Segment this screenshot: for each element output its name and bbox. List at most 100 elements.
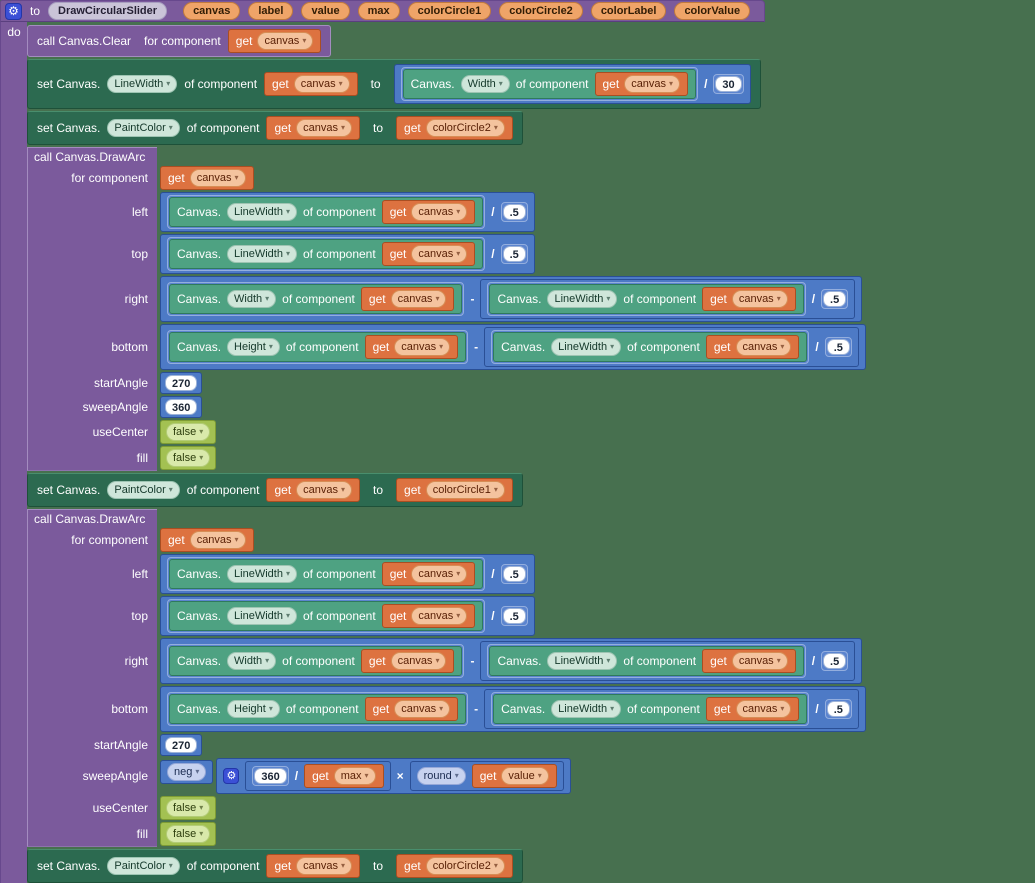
param-chip-colorCircle1[interactable]: colorCircle1 <box>407 2 492 20</box>
set-canvas-paintcolor-block-3[interactable]: set Canvas. PaintColor ▾ of component ge… <box>27 849 523 883</box>
property-dropdown-width[interactable]: Width ▾ <box>227 290 277 308</box>
variable-dropdown[interactable]: canvas ▾ <box>257 32 314 50</box>
param-chip-value[interactable]: value <box>301 2 350 20</box>
round-block[interactable]: round ▾ get value ▾ <box>409 761 564 791</box>
get-value-block[interactable]: get value ▾ <box>471 764 557 788</box>
property-dropdown-linewidth[interactable]: LineWidth ▾ <box>107 75 178 93</box>
variable-dropdown[interactable]: canvas ▾ <box>296 481 353 499</box>
mutator-gear-icon[interactable]: ⚙ <box>223 768 240 784</box>
variable-dropdown[interactable]: value ▾ <box>501 767 549 785</box>
get-canvas-block[interactable]: get canvas ▾ <box>705 697 800 721</box>
call-canvas-drawarc-block-2[interactable]: call Canvas.DrawArc for component get ca… <box>27 509 866 847</box>
division-block[interactable]: Canvas. LineWidth ▾ of component get <box>160 192 535 232</box>
variable-dropdown[interactable]: colorCircle1 ▾ <box>425 481 505 499</box>
variable-dropdown[interactable]: canvas ▾ <box>390 652 447 670</box>
get-max-block[interactable]: get max ▾ <box>304 764 384 788</box>
canvas-linewidth-property-block[interactable]: Canvas. LineWidth ▾ of component get <box>169 601 484 631</box>
set-canvas-paintcolor-block-1[interactable]: set Canvas. PaintColor ▾ of component ge… <box>27 111 523 145</box>
param-chip-colorLabel[interactable]: colorLabel <box>590 2 667 20</box>
get-canvas-block[interactable]: get canvas ▾ <box>266 854 361 878</box>
property-dropdown-linewidth[interactable]: LineWidth ▾ <box>227 607 297 625</box>
property-dropdown-linewidth[interactable]: LineWidth ▾ <box>547 652 618 670</box>
get-canvas-block[interactable]: get canvas ▾ <box>381 200 476 224</box>
param-chip-max[interactable]: max <box>357 2 400 20</box>
variable-dropdown[interactable]: canvas ▾ <box>189 169 246 187</box>
number-field-point5[interactable]: .5 <box>823 653 847 669</box>
division-block[interactable]: Canvas. LineWidth ▾ of component get <box>160 554 535 594</box>
variable-dropdown[interactable]: canvas ▾ <box>296 857 353 875</box>
call-canvas-clear-block[interactable]: call Canvas.Clear for component get canv… <box>27 25 332 57</box>
canvas-width-property-block[interactable]: Canvas. Width ▾ of component get <box>169 284 463 314</box>
mutator-gear-icon[interactable]: ⚙ <box>5 2 22 20</box>
number-field-point5[interactable]: .5 <box>502 566 526 582</box>
get-canvas-block[interactable]: get canvas ▾ <box>381 562 476 586</box>
division-block[interactable]: Canvas. LineWidth ▾ of component get <box>484 689 859 729</box>
variable-dropdown[interactable]: canvas ▾ <box>293 75 350 93</box>
procedure-name-field[interactable]: DrawCircularSlider <box>48 2 168 20</box>
canvas-height-property-block[interactable]: Canvas. Height ▾ of component get <box>169 694 467 724</box>
variable-dropdown[interactable]: colorCircle2 ▾ <box>425 857 505 875</box>
round-operator-dropdown[interactable]: round ▾ <box>416 767 466 785</box>
logic-dropdown[interactable]: false ▾ <box>166 799 211 817</box>
property-dropdown-linewidth[interactable]: LineWidth ▾ <box>227 245 297 263</box>
get-canvas-block[interactable]: get canvas ▾ <box>381 604 476 628</box>
number-block-270[interactable]: 270 <box>160 734 203 756</box>
variable-dropdown[interactable]: canvas ▾ <box>411 607 468 625</box>
canvas-linewidth-property-block[interactable]: Canvas. LineWidth ▾ of component get <box>169 239 484 269</box>
canvas-linewidth-property-block[interactable]: Canvas. LineWidth ▾ of component get <box>489 646 804 676</box>
number-field-point5[interactable]: .5 <box>502 608 526 624</box>
logic-dropdown[interactable]: false ▾ <box>166 449 211 467</box>
number-field-360[interactable]: 360 <box>165 399 198 415</box>
number-field-point5[interactable]: .5 <box>502 204 526 220</box>
canvas-linewidth-property-block[interactable]: Canvas. LineWidth ▾ of component get <box>169 197 484 227</box>
param-chip-label[interactable]: label <box>248 2 294 20</box>
variable-dropdown[interactable]: canvas ▾ <box>390 290 447 308</box>
number-field-30[interactable]: 30 <box>715 76 742 92</box>
multiply-expression-block[interactable]: ⚙ 360 / get max ▾ <box>216 758 571 794</box>
number-block-360[interactable]: 360 <box>160 396 203 418</box>
division-block[interactable]: Canvas. Width ▾ of component get canvas <box>393 64 751 104</box>
get-canvas-block[interactable]: get canvas ▾ <box>702 287 796 311</box>
number-field-point5[interactable]: .5 <box>502 246 526 262</box>
subtraction-block[interactable]: Canvas. Height ▾ of component get <box>160 686 866 732</box>
variable-dropdown[interactable]: colorCircle2 ▾ <box>425 119 505 137</box>
get-canvas-block[interactable]: get canvas ▾ <box>705 335 800 359</box>
get-canvas-block[interactable]: get canvas ▾ <box>160 528 254 552</box>
neg-block[interactable]: neg ▾ <box>160 760 214 784</box>
get-canvas-block[interactable]: get canvas ▾ <box>266 478 361 502</box>
procedure-block[interactable]: ⚙ to DrawCircularSlider canvas label val… <box>0 0 866 883</box>
neg-operator-dropdown[interactable]: neg ▾ <box>167 763 207 781</box>
canvas-height-property-block[interactable]: Canvas. Height ▾ of component get <box>169 332 467 362</box>
get-colorcircle2-block[interactable]: get colorCircle2 ▾ <box>396 116 513 140</box>
property-dropdown-linewidth[interactable]: LineWidth ▾ <box>227 565 297 583</box>
division-block[interactable]: Canvas. LineWidth ▾ of component get <box>160 596 535 636</box>
param-chip-canvas[interactable]: canvas <box>183 2 241 20</box>
variable-dropdown[interactable]: canvas ▾ <box>394 700 451 718</box>
get-canvas-block[interactable]: get canvas ▾ <box>360 649 455 673</box>
logic-dropdown[interactable]: false ▾ <box>166 423 211 441</box>
get-canvas-block[interactable]: get canvas ▾ <box>364 697 459 721</box>
get-canvas-block[interactable]: get canvas ▾ <box>381 242 476 266</box>
property-dropdown-width[interactable]: Width ▾ <box>460 75 510 93</box>
param-chip-colorCircle2[interactable]: colorCircle2 <box>499 2 583 20</box>
number-field-point5[interactable]: .5 <box>826 339 850 355</box>
variable-dropdown[interactable]: canvas ▾ <box>411 565 468 583</box>
division-block[interactable]: Canvas. LineWidth ▾ of component get <box>484 327 859 367</box>
number-field-point5[interactable]: .5 <box>823 291 847 307</box>
variable-dropdown[interactable]: canvas ▾ <box>411 203 468 221</box>
division-block[interactable]: 360 / get max ▾ <box>245 761 391 791</box>
subtraction-block[interactable]: Canvas. Height ▾ of component get <box>160 324 866 370</box>
logic-false-block[interactable]: false ▾ <box>160 420 217 444</box>
number-field-point5[interactable]: .5 <box>826 701 850 717</box>
number-block-270[interactable]: 270 <box>160 372 203 394</box>
param-chip-colorValue[interactable]: colorValue <box>674 2 751 20</box>
get-colorcircle1-block[interactable]: get colorCircle1 ▾ <box>396 478 513 502</box>
call-canvas-drawarc-block-1[interactable]: call Canvas.DrawArc for component get ca… <box>27 147 866 471</box>
number-field-270[interactable]: 270 <box>165 737 198 753</box>
property-dropdown-linewidth[interactable]: LineWidth ▾ <box>551 338 622 356</box>
canvas-width-property-block[interactable]: Canvas. Width ▾ of component get canvas <box>402 69 697 99</box>
property-dropdown-paintcolor[interactable]: PaintColor ▾ <box>107 481 180 499</box>
variable-dropdown[interactable]: canvas ▾ <box>731 290 788 308</box>
logic-false-block[interactable]: false ▾ <box>160 822 217 846</box>
get-colorcircle2-block[interactable]: get colorCircle2 ▾ <box>396 854 513 878</box>
